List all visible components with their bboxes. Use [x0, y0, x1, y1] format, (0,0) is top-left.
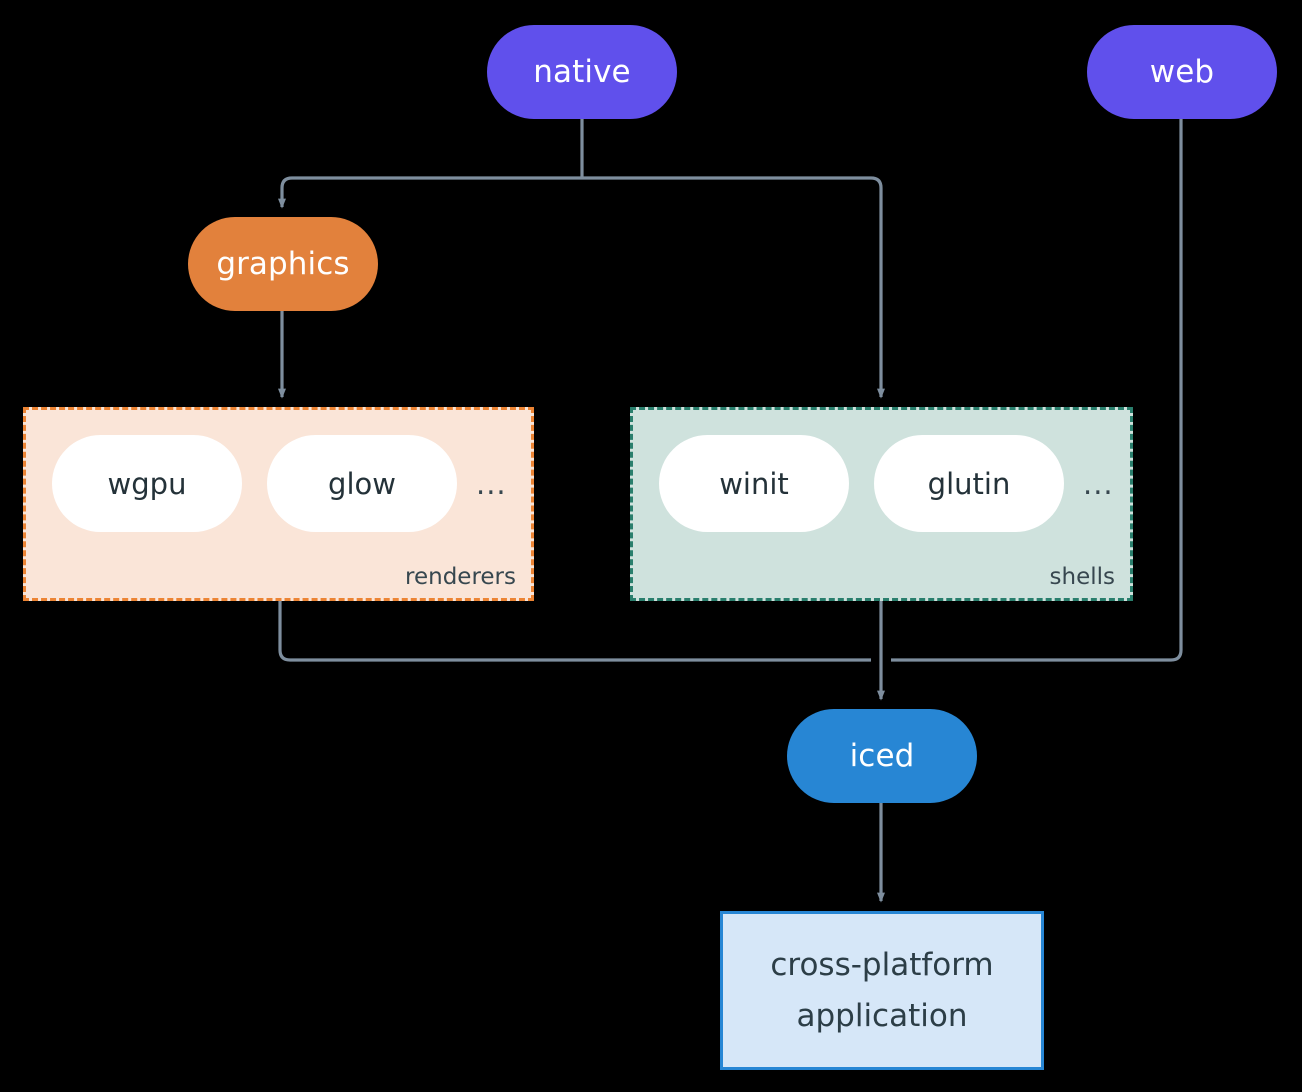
- group-shells: winit glutin ... shells: [630, 407, 1133, 601]
- edge-renderers-to-iced: [278, 601, 871, 662]
- node-web-label: web: [1149, 54, 1215, 90]
- node-application-line2: application: [796, 997, 968, 1034]
- leaf-glow-label: glow: [328, 466, 396, 501]
- renderers-overflow-ellipsis: ...: [476, 466, 507, 501]
- edge-native-to-shells: [582, 176, 885, 399]
- leaf-glow[interactable]: glow: [267, 435, 457, 532]
- node-application-line1: cross-platform: [770, 947, 994, 984]
- node-iced-label: iced: [849, 738, 915, 774]
- shells-overflow-ellipsis: ...: [1083, 466, 1114, 501]
- leaf-wgpu[interactable]: wgpu: [52, 435, 242, 532]
- node-cross-platform-application[interactable]: cross-platform application: [720, 911, 1044, 1070]
- node-native[interactable]: native: [487, 25, 677, 119]
- leaf-wgpu-label: wgpu: [107, 466, 187, 501]
- leaf-winit-label: winit: [719, 466, 789, 501]
- node-iced[interactable]: iced: [787, 709, 977, 803]
- group-shells-label: shells: [1049, 564, 1115, 590]
- group-renderers-label: renderers: [405, 564, 516, 590]
- leaf-glutin[interactable]: glutin: [874, 435, 1064, 532]
- node-graphics[interactable]: graphics: [188, 217, 378, 311]
- edge-native-to-graphics: [278, 176, 582, 209]
- group-renderers: wgpu glow ... renderers: [23, 407, 534, 601]
- node-application-text: cross-platform application: [770, 940, 993, 1040]
- leaf-winit[interactable]: winit: [659, 435, 849, 532]
- node-web[interactable]: web: [1087, 25, 1277, 119]
- node-graphics-label: graphics: [216, 246, 350, 282]
- node-native-label: native: [533, 54, 631, 90]
- leaf-glutin-label: glutin: [927, 466, 1011, 501]
